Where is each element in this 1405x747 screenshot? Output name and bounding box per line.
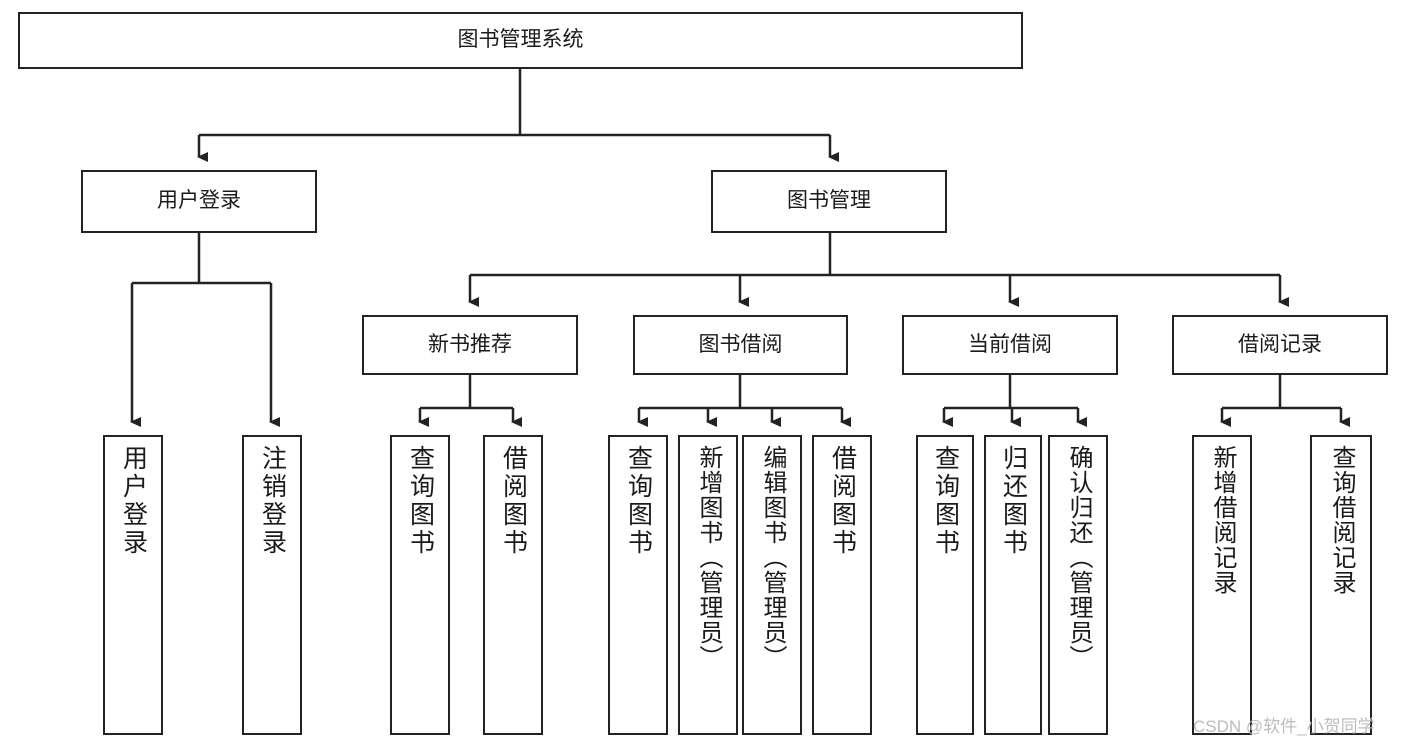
node-label: 查询图书: [931, 445, 960, 557]
node-book-management[interactable]: 图书管理: [711, 170, 947, 233]
node-label: 查询借阅记录: [1328, 445, 1355, 595]
leaf-record-query-record[interactable]: 查询借阅记录: [1310, 435, 1372, 735]
node-user-login[interactable]: 用户登录: [81, 170, 317, 233]
node-label: 用户登录: [119, 445, 148, 557]
node-label: 借阅图书: [828, 445, 857, 557]
node-label: 新书推荐: [428, 332, 512, 356]
node-label: 查询图书: [624, 445, 653, 557]
leaf-user-login-logout[interactable]: 注销登录: [242, 435, 302, 735]
node-label: 图书借阅: [698, 332, 783, 356]
leaf-user-login-login[interactable]: 用户登录: [103, 435, 163, 735]
node-current-borrow[interactable]: 当前借阅: [902, 315, 1118, 375]
node-label: 借阅图书: [499, 445, 528, 557]
node-label: 当前借阅: [968, 332, 1052, 356]
leaf-record-add-record[interactable]: 新增借阅记录: [1192, 435, 1252, 735]
node-label: 图书管理系统: [457, 28, 584, 52]
leaf-borrow-borrow-book[interactable]: 借阅图书: [812, 435, 872, 735]
leaf-current-confirm-return-admin[interactable]: 确认归还（管理员）: [1048, 435, 1108, 735]
node-label: 图书管理: [787, 189, 871, 213]
node-label: 用户登录: [157, 189, 241, 213]
watermark-text: CSDN @软件_小贺同学: [1193, 717, 1375, 736]
leaf-current-return-book[interactable]: 归还图书: [984, 435, 1042, 735]
node-label: 归还图书: [999, 445, 1028, 557]
node-root-system[interactable]: 图书管理系统: [18, 12, 1023, 69]
node-label: 编辑图书（管理员）: [759, 445, 786, 670]
node-label: 查询图书: [406, 445, 435, 557]
node-borrow-record[interactable]: 借阅记录: [1172, 315, 1388, 375]
node-new-book-recommend[interactable]: 新书推荐: [362, 315, 578, 375]
leaf-recommend-query-book[interactable]: 查询图书: [390, 435, 450, 735]
node-label: 注销登录: [258, 445, 287, 557]
node-book-borrow[interactable]: 图书借阅: [633, 315, 848, 375]
node-label: 新增借阅记录: [1209, 445, 1236, 595]
leaf-borrow-add-book-admin[interactable]: 新增图书（管理员）: [678, 435, 738, 735]
node-label: 确认归还（管理员）: [1065, 445, 1092, 670]
leaf-recommend-borrow-book[interactable]: 借阅图书: [483, 435, 543, 735]
leaf-borrow-edit-book-admin[interactable]: 编辑图书（管理员）: [742, 435, 802, 735]
leaf-current-query-book[interactable]: 查询图书: [916, 435, 974, 735]
leaf-borrow-query-book[interactable]: 查询图书: [608, 435, 668, 735]
node-label: 新增图书（管理员）: [695, 445, 722, 670]
node-label: 借阅记录: [1238, 332, 1322, 356]
